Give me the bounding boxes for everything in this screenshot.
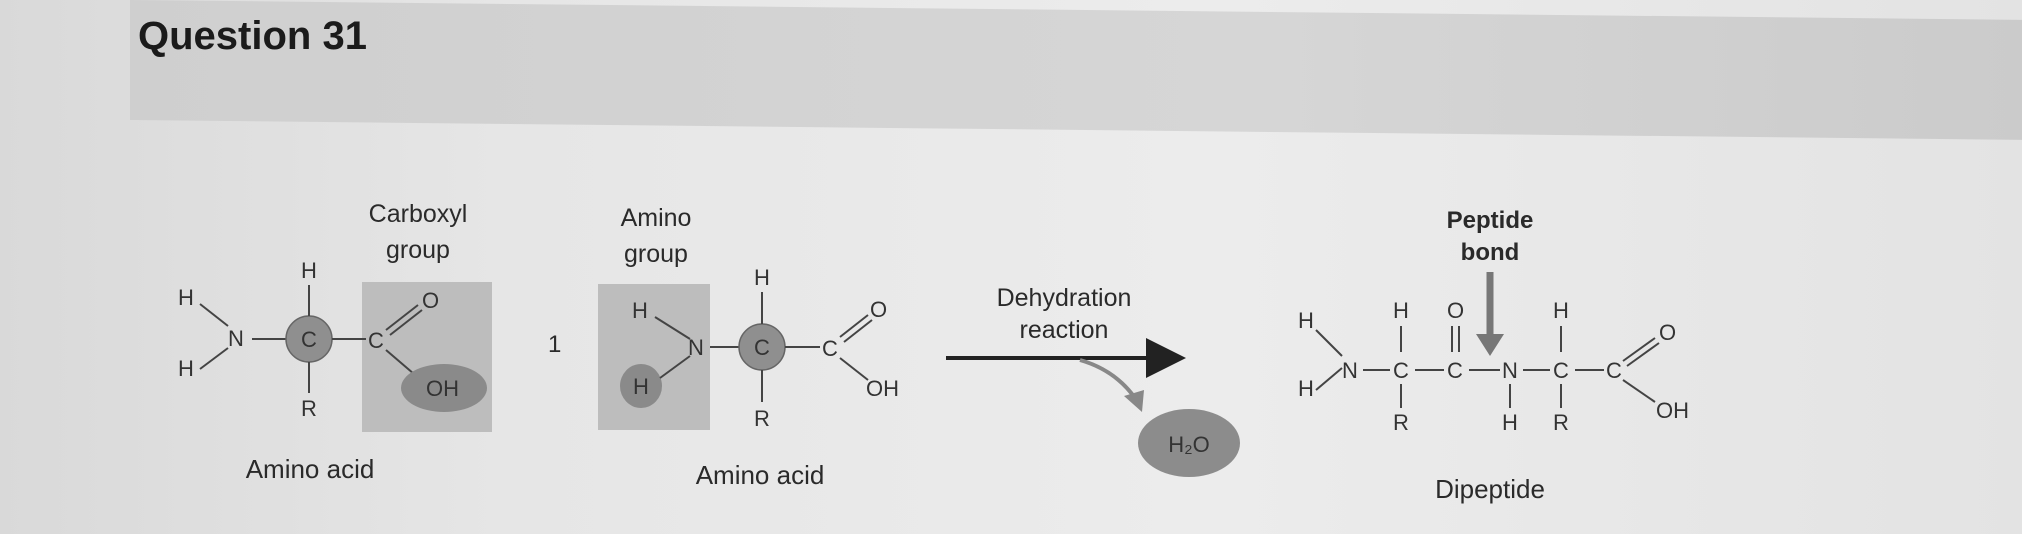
r-group: R <box>301 396 317 421</box>
h-ellipse <box>620 364 662 408</box>
n-atom: N <box>1502 358 1518 383</box>
amino-acid-2: Amino group H H N C H R C O OH Amino aci… <box>598 204 899 490</box>
h-atom: H <box>178 356 194 381</box>
o-atom: O <box>870 297 887 322</box>
water-release-arrow <box>1079 358 1137 400</box>
reaction-label-line2: reaction <box>1020 316 1109 344</box>
c-atom: C <box>1553 358 1569 383</box>
carboxyl-label-line2: group <box>386 236 450 264</box>
amino-group-box <box>598 284 710 430</box>
h-atom: H <box>632 298 648 323</box>
oh-ellipse <box>401 364 487 412</box>
n-atom: N <box>228 326 244 351</box>
amino-label-line2: group <box>624 240 688 268</box>
c-atom: C <box>1393 358 1409 383</box>
water-ellipse <box>1138 409 1240 477</box>
reaction-label-line1: Dehydration <box>997 284 1132 312</box>
dehydration-reaction: Dehydration reaction H₂O <box>946 284 1240 477</box>
o-atom: O <box>1659 320 1676 345</box>
plus-sign: 1 <box>548 331 561 358</box>
oh-group: OH <box>866 376 899 401</box>
h-atom: H <box>1502 410 1518 435</box>
c-atom: C <box>368 328 384 353</box>
h-atom: H <box>301 258 317 283</box>
n-atom: N <box>1342 358 1358 383</box>
c-atom: C <box>1606 358 1622 383</box>
r-group: R <box>1393 410 1409 435</box>
oh-group: OH <box>1656 398 1689 423</box>
dipeptide-label: Dipeptide <box>1435 474 1545 504</box>
dipeptide: Peptide bond H H N C H R C O N H C H R C… <box>1298 207 1689 504</box>
r-group: R <box>754 406 770 431</box>
amino-acid-2-label: Amino acid <box>696 460 825 490</box>
amino-acid-1: Carboxyl group H H N C H R C O OH Amino … <box>178 200 492 484</box>
peptide-bond-label-line2: bond <box>1461 239 1520 266</box>
c-atom: C <box>301 327 317 352</box>
r-group: R <box>1553 410 1569 435</box>
amino-label-line1: Amino <box>621 204 692 232</box>
n-atom: N <box>688 335 704 360</box>
o-atom: O <box>422 288 439 313</box>
h-atom: H <box>754 265 770 290</box>
h-atom: H <box>1298 376 1314 401</box>
water-label: H₂O <box>1168 432 1210 457</box>
amino-acid-1-label: Amino acid <box>246 454 375 484</box>
carboxyl-label-line1: Carboxyl <box>369 200 468 228</box>
h-atom: H <box>1298 308 1314 333</box>
oh-group: OH <box>426 376 459 401</box>
question-title: Question 31 <box>138 14 367 58</box>
h-atom: H <box>178 285 194 310</box>
c-atom: C <box>1447 358 1463 383</box>
h-atom: H <box>633 374 649 399</box>
h-atom: H <box>1553 298 1569 323</box>
peptide-bond-label-line1: Peptide <box>1447 207 1534 234</box>
c-atom: C <box>754 335 770 360</box>
h-atom: H <box>1393 298 1409 323</box>
o-atom: O <box>1447 298 1464 323</box>
c-atom: C <box>822 336 838 361</box>
